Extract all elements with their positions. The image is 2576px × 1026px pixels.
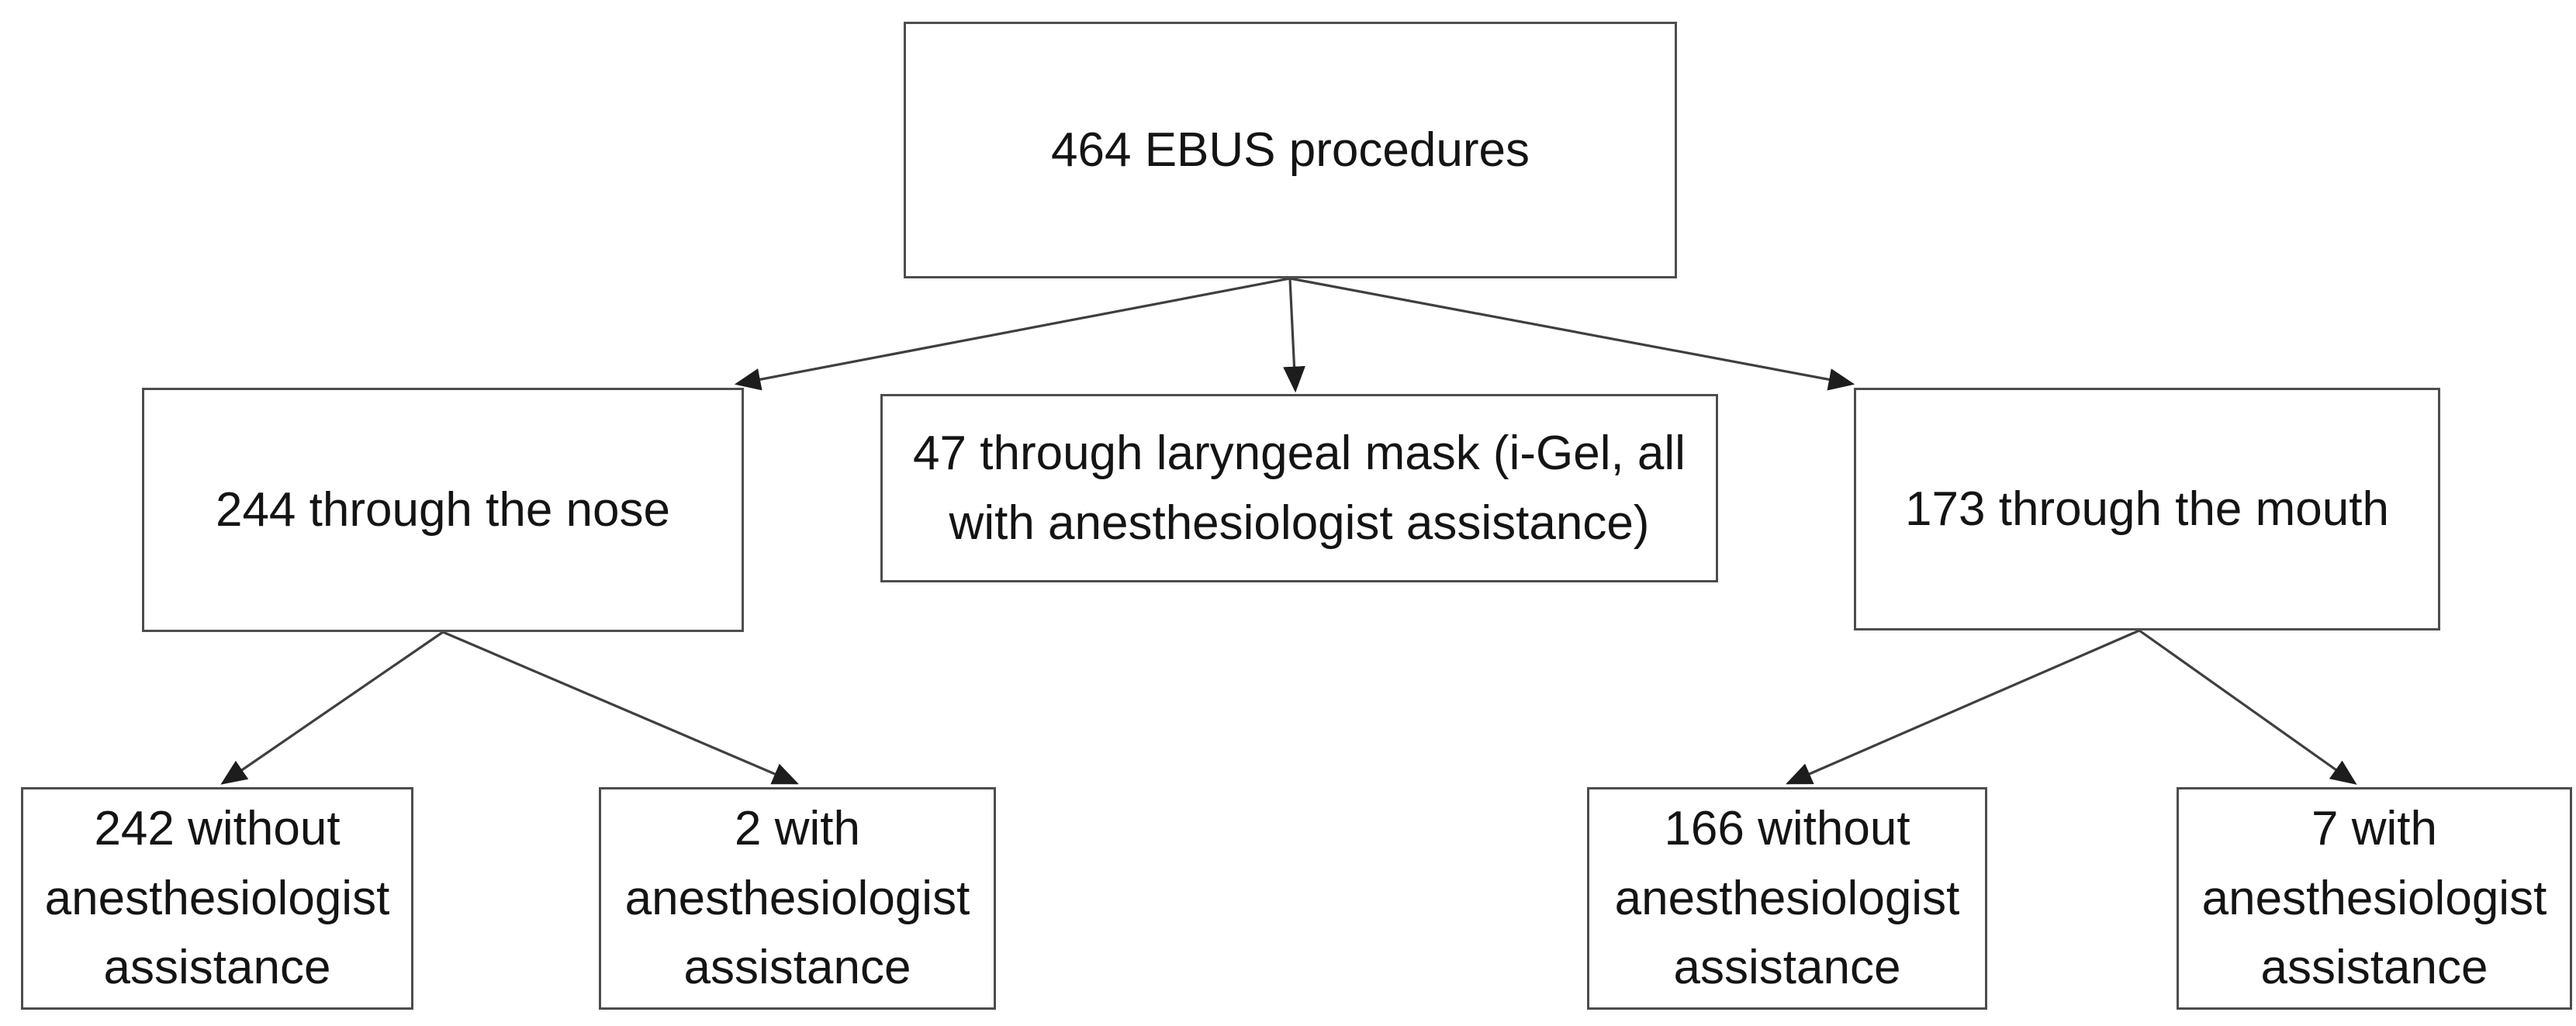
node-label-line: anesthesiologist — [44, 871, 390, 925]
arrow-mouth-to-without — [1786, 629, 2140, 785]
arrow-root-to-mouth — [1289, 277, 1855, 391]
arrow-root-to-laryngeal-mask — [1283, 278, 1305, 393]
arrow-nose-to-without — [220, 630, 444, 785]
node-label-line: 2 with — [735, 801, 860, 855]
node-nose-without-anesthesiologist: 242 without anesthesiologist assistance — [21, 787, 413, 1010]
node-label: 464 EBUS procedures — [1051, 123, 1530, 177]
node-label-line: anesthesiologist — [624, 871, 970, 925]
node-label-line: 7 with — [2311, 801, 2437, 855]
node-label-line: 166 without — [1664, 801, 1910, 855]
node-label-line: assistance — [683, 941, 911, 995]
node-label-line: 242 without — [94, 801, 341, 855]
node-label-line: with anesthesiologist assistance) — [949, 496, 1650, 550]
arrow-mouth-to-with — [2139, 629, 2357, 785]
node-through-the-nose: 244 through the nose — [142, 388, 744, 632]
arrow-nose-to-with — [442, 630, 799, 785]
node-label-line: assistance — [1673, 941, 1901, 995]
node-label-line: 47 through laryngeal mask (i-Gel, all — [913, 426, 1686, 480]
node-through-the-mouth: 173 through the mouth — [1854, 388, 2440, 630]
node-label: 173 through the mouth — [1905, 482, 2389, 536]
node-label-line: anesthesiologist — [1614, 871, 1960, 925]
node-total-ebus-procedures: 464 EBUS procedures — [904, 22, 1677, 278]
node-label-line: assistance — [2260, 941, 2488, 995]
node-label-line: assistance — [103, 941, 331, 995]
node-mouth-without-anesthesiologist: 166 without anesthesiologist assistance — [1587, 787, 1987, 1010]
node-nose-with-anesthesiologist: 2 with anesthesiologist assistance — [599, 787, 996, 1010]
node-label-line: anesthesiologist — [2201, 871, 2547, 925]
node-through-laryngeal-mask: 47 through laryngeal mask (i-Gel, all wi… — [880, 394, 1718, 582]
arrow-root-to-nose — [734, 277, 1291, 391]
node-mouth-with-anesthesiologist: 7 with anesthesiologist assistance — [2177, 787, 2572, 1010]
node-label: 244 through the nose — [215, 482, 671, 537]
